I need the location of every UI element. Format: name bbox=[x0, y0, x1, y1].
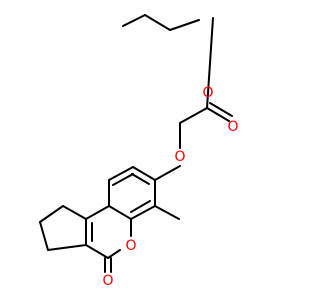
bond-methyl bbox=[154, 205, 180, 220]
atom-o-ester-single: O bbox=[202, 85, 213, 101]
atom-o-ring: O bbox=[125, 238, 136, 254]
atom-o-lactone-double: O bbox=[102, 273, 113, 289]
bond-c9b-c9a bbox=[85, 205, 110, 220]
bond-c3-c3a bbox=[47, 244, 87, 251]
bond-propyl-c3-c2 bbox=[122, 14, 146, 27]
bond-ar-c7-c8 bbox=[132, 166, 156, 181]
atom-o-ether: O bbox=[174, 149, 185, 165]
bond-c4-c3a bbox=[85, 244, 109, 259]
bond-carbonyl-double-a bbox=[206, 107, 230, 122]
bond-c2-c3 bbox=[39, 221, 49, 251]
bond-c9b-c1 bbox=[62, 205, 87, 220]
bond-o-carbonyl-c bbox=[206, 17, 214, 109]
bond-carbonyl-double-b bbox=[209, 102, 233, 117]
bond-ar-c7-c8-inner bbox=[131, 173, 150, 185]
bond-carbonyl-c-ch2 bbox=[179, 107, 208, 124]
bond-c1-c2 bbox=[39, 205, 64, 223]
bond-propyl-c2-c1 bbox=[144, 14, 171, 31]
atom-o-ester-double: O bbox=[227, 119, 238, 135]
bond-ar-c5a-c6-inner bbox=[130, 200, 151, 213]
bond-ar-c9a-c5a bbox=[108, 205, 132, 220]
molecule-structure: O O O O O bbox=[39, 14, 239, 289]
bond-ar-c5a-c6 bbox=[130, 205, 156, 220]
bond-o-ring-c4 bbox=[107, 249, 121, 259]
bond-ar-c8-c9-inner bbox=[112, 173, 134, 186]
molecule-canvas: O O O O O bbox=[39, 14, 239, 289]
bond-o-ether-aryl bbox=[154, 165, 181, 181]
bond-propyl-c1-o bbox=[169, 19, 200, 31]
bond-ar-c8-c9 bbox=[108, 166, 134, 181]
